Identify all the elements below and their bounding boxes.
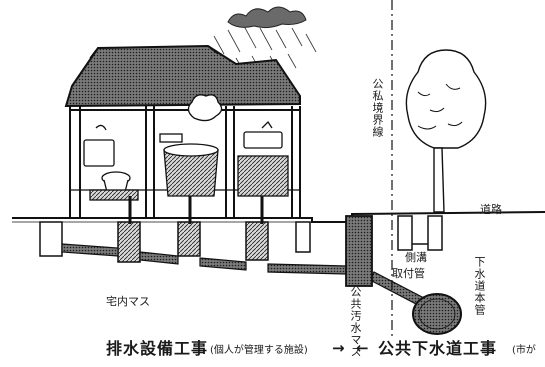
- main-sewer-pipe: [412, 293, 462, 335]
- bath-fixture: [159, 94, 223, 197]
- private-basins: [39, 221, 311, 263]
- public-work-caption: 公共下水道工事: [378, 339, 498, 358]
- ground-line: [12, 211, 545, 223]
- side-ditch-label: 側溝: [405, 251, 427, 264]
- drain-pipes: [61, 196, 425, 307]
- private-work-caption: 排水設備工事: [106, 339, 209, 358]
- public-work-note: (市が: [512, 345, 536, 356]
- arrow-left-icon: ←: [356, 339, 369, 357]
- kitchen-fixture: [237, 120, 289, 197]
- cloud: [227, 6, 307, 29]
- connection-pipe-label: 取付管: [392, 267, 425, 280]
- arrow-right-icon: →: [332, 339, 345, 357]
- tree: [405, 49, 487, 213]
- toilet-fixture: [83, 124, 139, 201]
- private-basin-label: 宅内マス: [106, 295, 150, 308]
- house-roof: [64, 44, 301, 108]
- side-ditch: [397, 215, 443, 251]
- road-label: 道路: [480, 203, 502, 216]
- private-work-note: (個人が管理する施設): [210, 345, 308, 356]
- public-basin-label: 公共汚水マス: [349, 286, 362, 358]
- main-sewer-label: 下水道本管: [473, 256, 486, 316]
- boundary-label: 公私境界線: [371, 78, 384, 138]
- public-basin: [345, 215, 373, 287]
